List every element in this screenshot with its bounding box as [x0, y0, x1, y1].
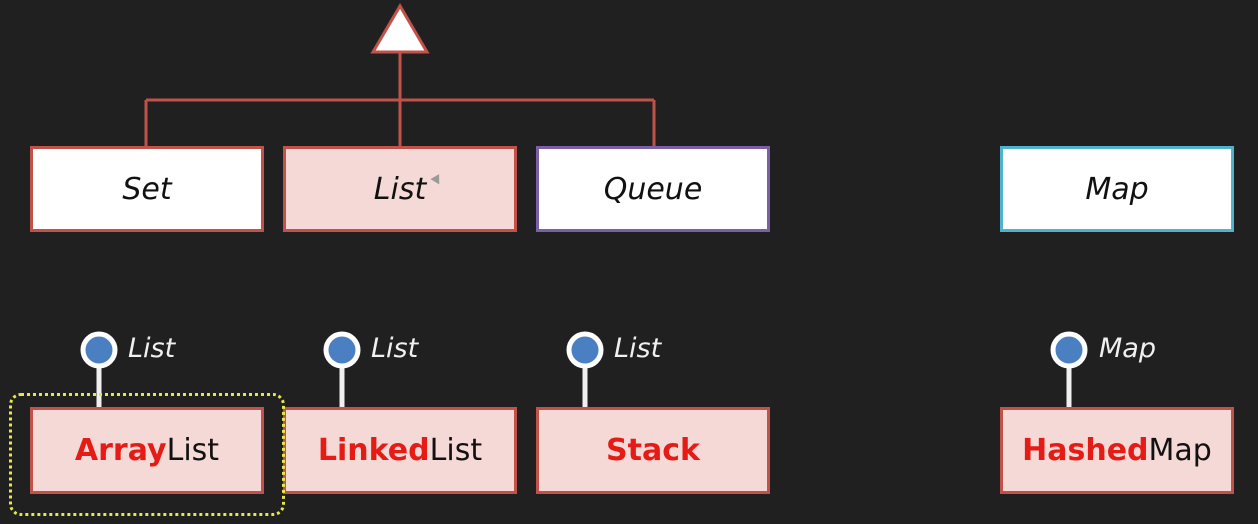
- lollipop-stack: [566, 331, 604, 407]
- class-arraylist-suffix: List: [166, 433, 220, 468]
- generalization-arrowhead: [370, 3, 430, 54]
- selection-outline: [9, 393, 285, 516]
- interface-map[interactable]: Map: [1000, 146, 1234, 232]
- class-stack[interactable]: Stack: [536, 407, 770, 494]
- lollipop-linkedlist: [323, 331, 361, 407]
- interface-list-label: List: [373, 171, 427, 207]
- lollipop-hashedmap: [1050, 331, 1088, 407]
- interface-set-label: Set: [122, 171, 172, 207]
- interface-queue[interactable]: Queue: [536, 146, 770, 232]
- interface-list[interactable]: List: [283, 146, 517, 232]
- class-arraylist-prefix: Array: [74, 433, 167, 468]
- class-linkedlist-suffix: List: [429, 433, 483, 468]
- lollipop-label-linkedlist: List: [371, 333, 419, 364]
- lollipop-label-stack: List: [614, 333, 662, 364]
- class-hashedmap-prefix: Hashed: [1022, 433, 1149, 468]
- class-linkedlist-prefix: Linked: [317, 433, 430, 468]
- class-hashedmap-suffix: Map: [1148, 433, 1212, 468]
- lollipop-arraylist: [80, 331, 118, 407]
- class-stack-prefix: Stack: [606, 433, 700, 468]
- interface-map-label: Map: [1085, 171, 1149, 207]
- lollipop-label-hashedmap: Map: [1099, 333, 1156, 364]
- lollipop-label-arraylist: List: [128, 333, 176, 364]
- interface-set[interactable]: Set: [30, 146, 264, 232]
- interface-queue-label: Queue: [603, 171, 703, 207]
